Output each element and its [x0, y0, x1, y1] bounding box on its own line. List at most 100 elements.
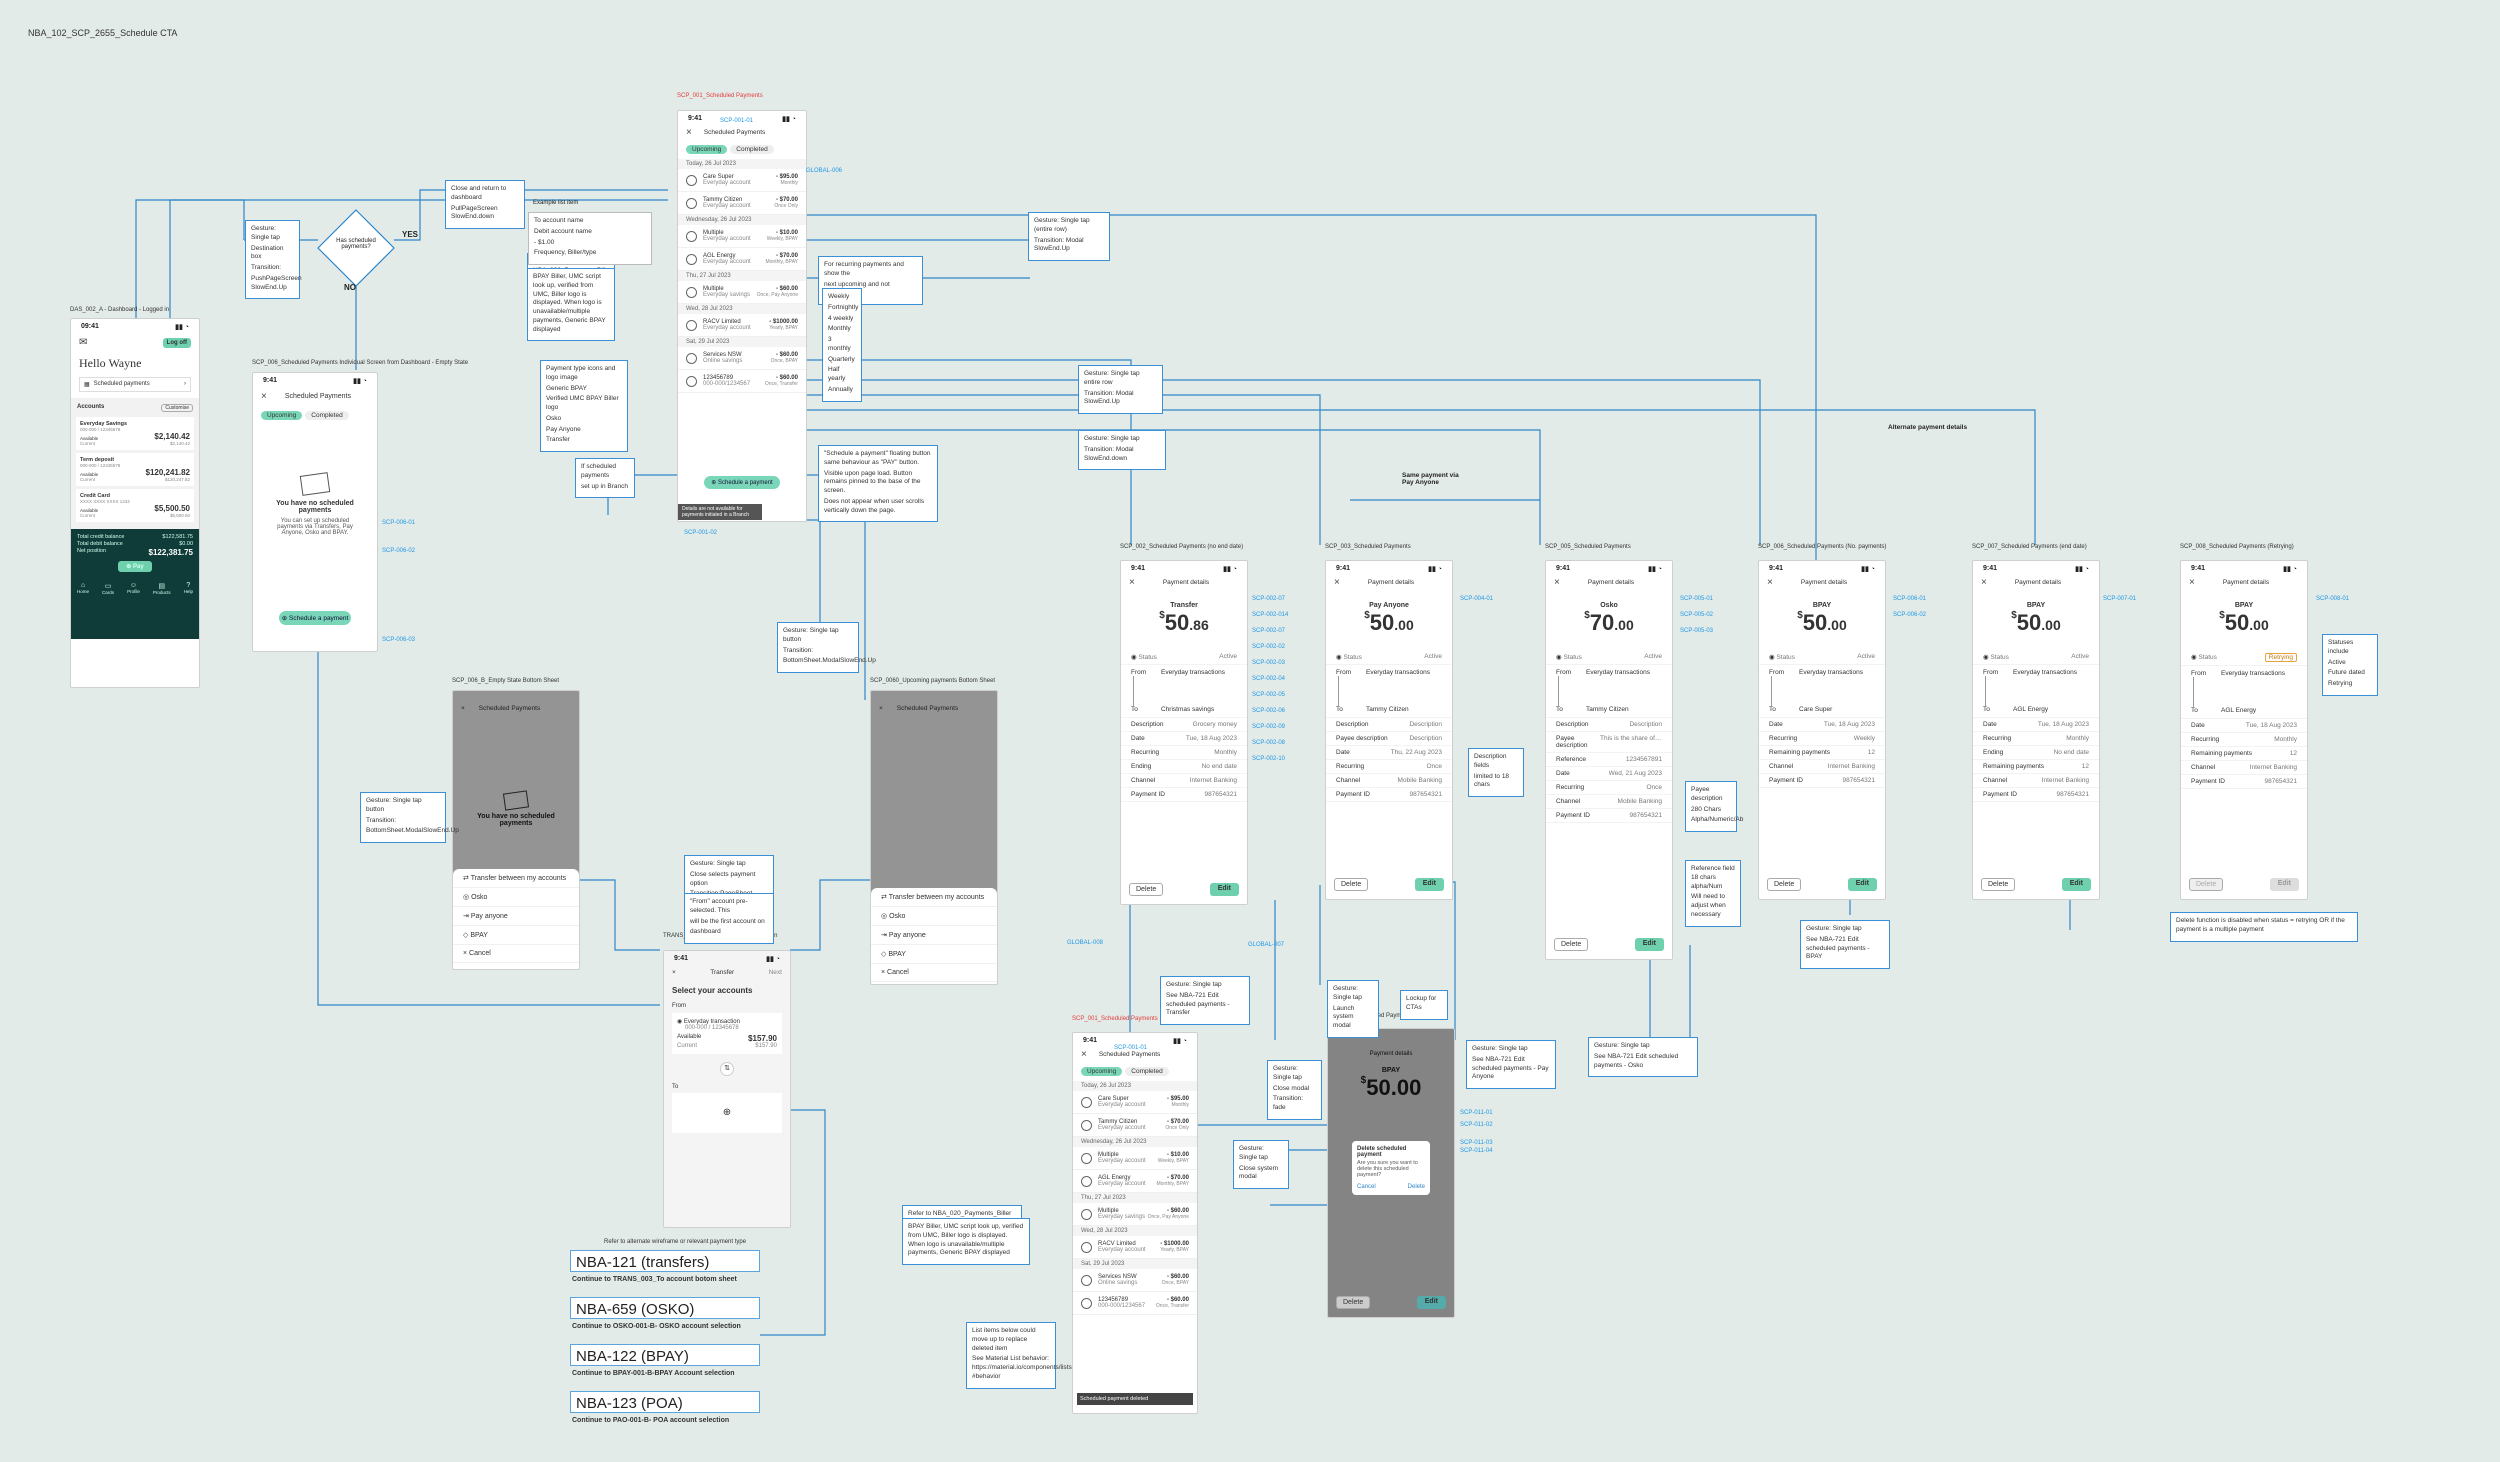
delete-button[interactable]: Delete	[1981, 878, 2016, 891]
edit-button[interactable]: Edit	[1634, 938, 1664, 951]
sheet-option[interactable]: ⇄ Transfer between my accounts	[871, 888, 997, 907]
tab-completed[interactable]: Completed	[730, 145, 774, 154]
dialog-delete-button[interactable]: Delete	[1407, 1184, 1425, 1190]
empty-sheet-screen: ×Scheduled Payments You have no schedule…	[452, 690, 580, 970]
close-icon[interactable]: ×	[1554, 577, 1560, 588]
payment-type: Osko	[1600, 602, 1618, 609]
nav-item-profile[interactable]: ☺Profile	[127, 582, 140, 595]
delete-button[interactable]: Delete	[1129, 883, 1164, 896]
note-line: Visible upon page load. Button remains p…	[824, 469, 921, 495]
current-label: Current	[80, 477, 96, 482]
logoff-button[interactable]: Log off	[162, 337, 191, 348]
debit-account: Everyday savings	[703, 292, 751, 298]
close-icon[interactable]: ×	[261, 391, 267, 402]
from-account-card[interactable]: ◉ Everyday transaction 000-000 / 1234567…	[672, 1013, 782, 1054]
next-button[interactable]: Next	[768, 969, 782, 976]
sheet-option[interactable]: ◎ Osko	[453, 888, 579, 907]
edit-button[interactable]: Edit	[1209, 883, 1239, 896]
edit-button[interactable]: Edit	[1416, 1296, 1446, 1309]
tab-upcoming[interactable]: Upcoming	[686, 145, 728, 154]
close-icon[interactable]: ×	[1081, 1049, 1087, 1060]
tab-completed[interactable]: Completed	[1125, 1067, 1169, 1076]
close-icon[interactable]: ×	[1981, 577, 1987, 588]
calendar-icon: ▦	[84, 382, 90, 388]
tab-completed[interactable]: Completed	[305, 411, 349, 420]
sheet-option[interactable]: ⇥ Pay anyone	[453, 907, 579, 926]
account-icon: ◉	[677, 1019, 684, 1025]
edit-button[interactable]: Edit	[1847, 878, 1877, 891]
sheet-option[interactable]: ◇ BPAY	[453, 926, 579, 945]
swap-icon[interactable]: ⇅	[720, 1062, 734, 1076]
nba-caption: Continue to PAO-001-B- POA account selec…	[572, 1417, 730, 1424]
delete-button[interactable]: Delete	[1336, 1296, 1371, 1309]
close-icon[interactable]: ×	[1334, 577, 1340, 588]
account-name: Term deposit	[80, 457, 115, 463]
tab-upcoming[interactable]: Upcoming	[261, 411, 303, 420]
delete-button[interactable]: Delete	[1767, 878, 1802, 891]
delete-button[interactable]: Delete	[1334, 878, 1369, 891]
scheduled-payments-link[interactable]: ▦Scheduled payments›	[79, 377, 191, 392]
delete-button[interactable]: Delete	[1554, 938, 1589, 951]
edit-button[interactable]: Edit	[2269, 878, 2299, 891]
alternate-label: Alternate payment details	[1888, 424, 1968, 431]
close-icon[interactable]: ×	[2189, 577, 2195, 588]
nav-item-home[interactable]: ⌂Home	[77, 582, 89, 595]
requirement-tag: SCP-005-02	[1680, 612, 1714, 618]
customise-button[interactable]: Customise	[161, 404, 193, 412]
close-icon[interactable]: ×	[1129, 577, 1135, 588]
delete-button[interactable]: Delete	[2189, 878, 2224, 891]
payment-type: BPAY	[1381, 1067, 1401, 1074]
nav-item-products[interactable]: ▤Products	[153, 582, 171, 595]
sheet-option[interactable]: ◇ BPAY	[871, 945, 997, 964]
screen-header: Payment details	[1162, 579, 1210, 586]
pay-button[interactable]: ⊕ Pay	[118, 561, 152, 572]
close-icon[interactable]: ×	[672, 969, 676, 976]
note-line: See NBA-721 Edit scheduled payments - Pa…	[1472, 1055, 1549, 1081]
dialog-cancel-button[interactable]: Cancel	[1357, 1184, 1376, 1190]
payee-name: Services NSW	[703, 352, 742, 358]
tab-upcoming[interactable]: Upcoming	[1081, 1067, 1123, 1076]
sheet-option[interactable]: × Cancel	[871, 964, 997, 982]
sheet-option[interactable]: ⇥ Pay anyone	[871, 926, 997, 945]
nav-item-cards[interactable]: ▭Cards	[102, 582, 114, 595]
note-line: See NBA-721 Edit scheduled payments - BP…	[1806, 935, 1870, 961]
to-account-card[interactable]: ⊕	[672, 1093, 782, 1133]
close-icon[interactable]: ×	[686, 127, 692, 138]
payee-logo-icon	[686, 353, 697, 364]
edit-button[interactable]: Edit	[2061, 878, 2091, 891]
schedule-payment-button[interactable]: ⊕ Schedule a payment	[279, 611, 351, 625]
annotation-note: Gesture: Single tap (entire row)Transiti…	[1028, 212, 1110, 262]
note-line: For recurring payments and show the	[824, 261, 904, 277]
cancel-icon: ×	[463, 950, 470, 957]
edit-button[interactable]: Edit	[1414, 878, 1444, 891]
screen-header: Payment details	[1367, 579, 1415, 586]
sheet-option[interactable]: ◎ Osko	[871, 907, 997, 926]
schedule-payment-fab[interactable]: ⊕ Schedule a payment	[704, 476, 780, 489]
nav-item-help[interactable]: ?Help	[184, 582, 193, 595]
sheet-option[interactable]: × Cancel	[453, 945, 579, 963]
mail-icon[interactable]: ✉	[79, 337, 88, 348]
dialog-body: Are you sure you want to delete this sch…	[1357, 1160, 1418, 1178]
to-account: Tammy Citizen	[1366, 706, 1409, 713]
close-icon[interactable]: ×	[1767, 577, 1773, 588]
sheet-option[interactable]: ⇄ Transfer between my accounts	[453, 869, 579, 888]
